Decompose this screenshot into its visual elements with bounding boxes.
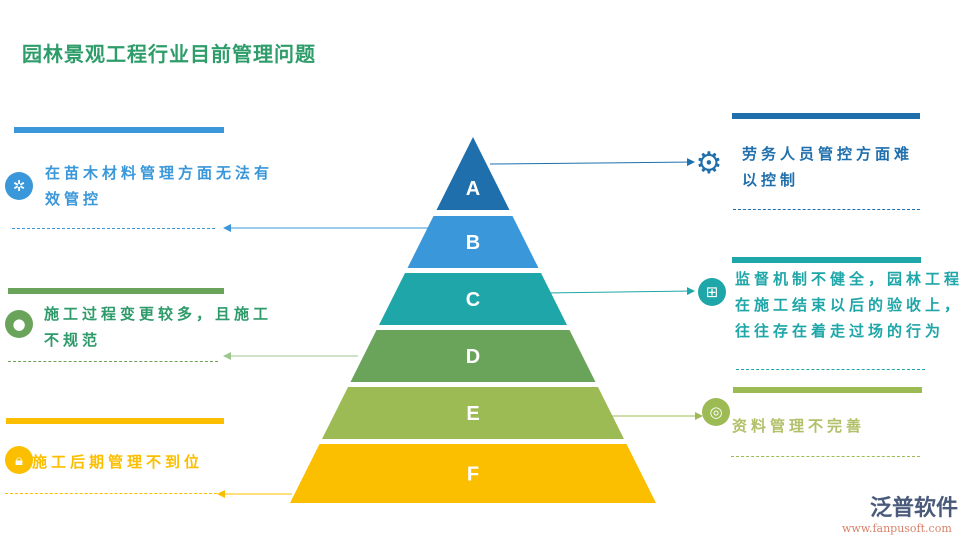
gear-icon: ⚙: [695, 145, 723, 181]
right-bar-3: [733, 387, 922, 393]
issue-text-materials: 在苗木材料管理方面无法有效管控: [45, 164, 274, 208]
left-bar-2: [8, 288, 224, 294]
pyramid-label-a: A: [466, 178, 480, 200]
logo-name: 泛普软件: [870, 496, 959, 521]
issue-text-construction: 施工过程变更较多，且施工不规范: [44, 305, 273, 349]
issue-text-documents: 资料管理不完善: [732, 417, 866, 435]
fanpusoft-logo: 泛普软件 www.fanpusoft.com: [842, 490, 958, 535]
right-divider-2: [736, 369, 925, 370]
left-bar-3: [6, 418, 224, 424]
left-bar-1: [14, 127, 224, 133]
pyramid-level-f: [290, 444, 656, 503]
left-divider-3: [5, 493, 217, 494]
pyramid-level-c: [379, 273, 567, 325]
issue-text-late-management: 施工后期管理不到位: [32, 453, 204, 471]
right-bar-1: [732, 113, 920, 119]
left-divider-2: [8, 361, 218, 362]
right-bar-2: [732, 257, 921, 263]
pyramid-level-a: [436, 137, 510, 210]
pyramid-label-b: B: [466, 232, 480, 254]
page-title: 园林景观工程行业目前管理问题: [22, 42, 316, 66]
pyramid-label-d: D: [466, 346, 480, 368]
lock-icon: 🔒︎: [5, 446, 33, 474]
logo-url: www.fanpusoft.com: [842, 522, 952, 535]
pyramid-label-c: C: [466, 289, 480, 311]
right-divider-3: [731, 456, 920, 457]
connector-a: [489, 158, 695, 167]
windows-icon: ⊞: [698, 278, 726, 306]
apple-icon: ●: [5, 310, 33, 338]
left-divider-1: [12, 228, 215, 229]
pyramid-label-f: F: [467, 464, 479, 486]
pyramid-level-b: [407, 216, 539, 268]
pyramid-label-e: E: [466, 403, 479, 425]
instagram-icon: ◎: [702, 398, 730, 426]
pyramid-level-d: [350, 330, 596, 382]
aperture-icon: ✲: [5, 172, 33, 200]
connector-c: [544, 287, 695, 296]
issue-text-supervision: 监督机制不健全，园林工程在施工结束以后的验收上，往往存在着走过场的行为: [735, 270, 964, 340]
pyramid-level-e: [322, 387, 624, 439]
issue-text-labor: 劳务人员管控方面难以控制: [742, 145, 914, 189]
right-divider-1: [733, 209, 920, 210]
